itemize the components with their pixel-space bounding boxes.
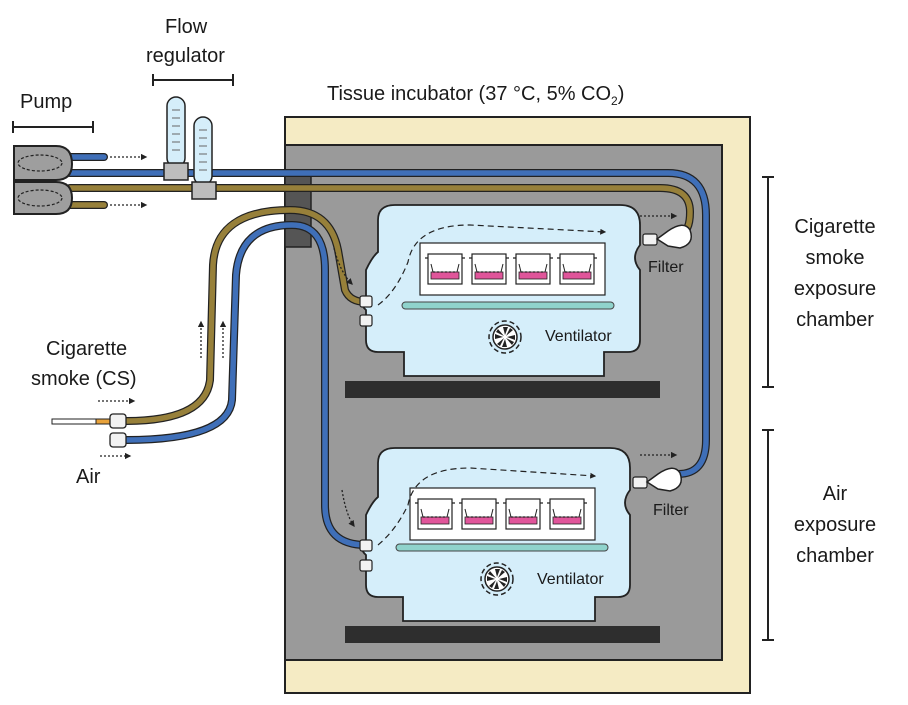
outlet-connector-top [642,233,658,246]
filter-top-icon [655,224,692,249]
flow-arrow-top-inlet [333,247,353,285]
air-input-connector [109,432,127,448]
air-chamber-label-2: exposure [794,514,876,536]
air-label: Air [76,466,101,488]
flow-path-bottom-chamber [377,467,597,546]
cs-chamber-label-2: smoke [806,247,865,269]
inlet-connector-top-2 [359,314,373,327]
inlet-connector-top-1 [359,295,373,308]
cs-chamber-bracket [762,176,774,388]
cigarette-smoke-label-1: Cigarette [46,338,127,360]
filter-top-label: Filter [648,259,684,276]
outlet-connector-bottom [632,476,648,489]
shelf-top [345,381,660,398]
flow-regulator-icon [163,96,217,200]
flow-regulator-label-1: Flow [165,16,208,38]
air-chamber-label-3: chamber [796,545,874,567]
cigarette-filter-tip [95,418,111,425]
air-chamber-bracket [762,429,774,641]
ventilator-fan-top-icon [488,320,522,354]
filter-bottom-label: Filter [653,502,689,519]
inlet-connector-bottom-2 [359,559,373,572]
culture-insert-plate-top [419,242,606,296]
flow-path-top-chamber [377,224,607,306]
ventilator-top-label: Ventilator [545,328,612,345]
cs-chamber-label-3: exposure [794,278,876,300]
flow-regulator-label-bar [152,74,234,86]
culture-insert-plate-bottom [409,487,596,541]
air-chamber-label-1: Air [823,483,848,505]
inlet-connector-bottom-1 [359,539,373,552]
pump-label-bar [12,121,94,133]
cs-chamber-label-4: chamber [796,309,874,331]
incubator-label: Tissue incubator (37 °C, 5% CO2) [327,83,624,108]
cs-chamber-label-1: Cigarette [794,216,875,238]
pump-icon [13,145,74,215]
pump-label: Pump [20,91,72,113]
cigarette-smoke-label-2: smoke (CS) [31,368,137,390]
ventilator-fan-bottom-icon [480,562,514,596]
shelf-bottom [345,626,660,643]
ventilator-bottom-label: Ventilator [537,571,604,588]
distribution-bar-top [401,301,615,310]
distribution-bar-bottom [395,543,609,552]
cs-input-connector [109,413,127,429]
filter-bottom-icon [645,467,682,492]
flow-regulator-label-2: regulator [146,45,225,67]
